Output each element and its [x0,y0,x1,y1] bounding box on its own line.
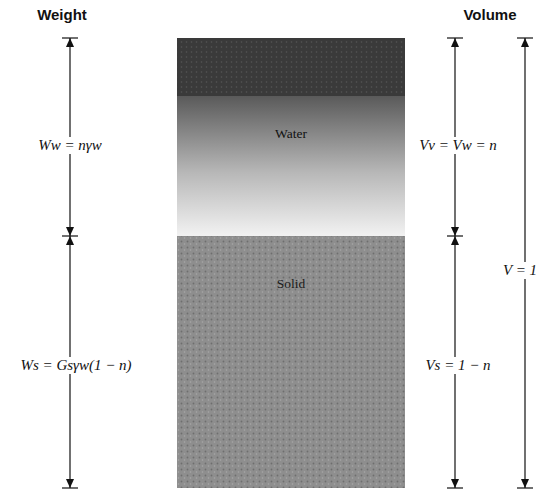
dimension-lines [62,38,533,488]
water-fill [177,96,405,236]
water-band: Water [177,96,405,236]
arrowheads [66,38,529,488]
weight-label: Ww = nγw [35,137,105,154]
air-band [177,38,405,96]
column-heading: Weight [37,6,87,23]
weight-label: Ws = Gsγw(1 − n) [17,357,134,374]
volume-label: Vv = Vw = n [416,137,500,154]
column-heading: Volume [463,6,516,23]
phase-name: Water [177,126,405,142]
solid-fill [177,236,405,488]
solid-band: Solid [177,236,405,488]
volume-label: Vs = 1 − n [422,357,493,374]
phase-name: Solid [177,276,405,292]
volume-label: V = 1 [500,262,540,279]
